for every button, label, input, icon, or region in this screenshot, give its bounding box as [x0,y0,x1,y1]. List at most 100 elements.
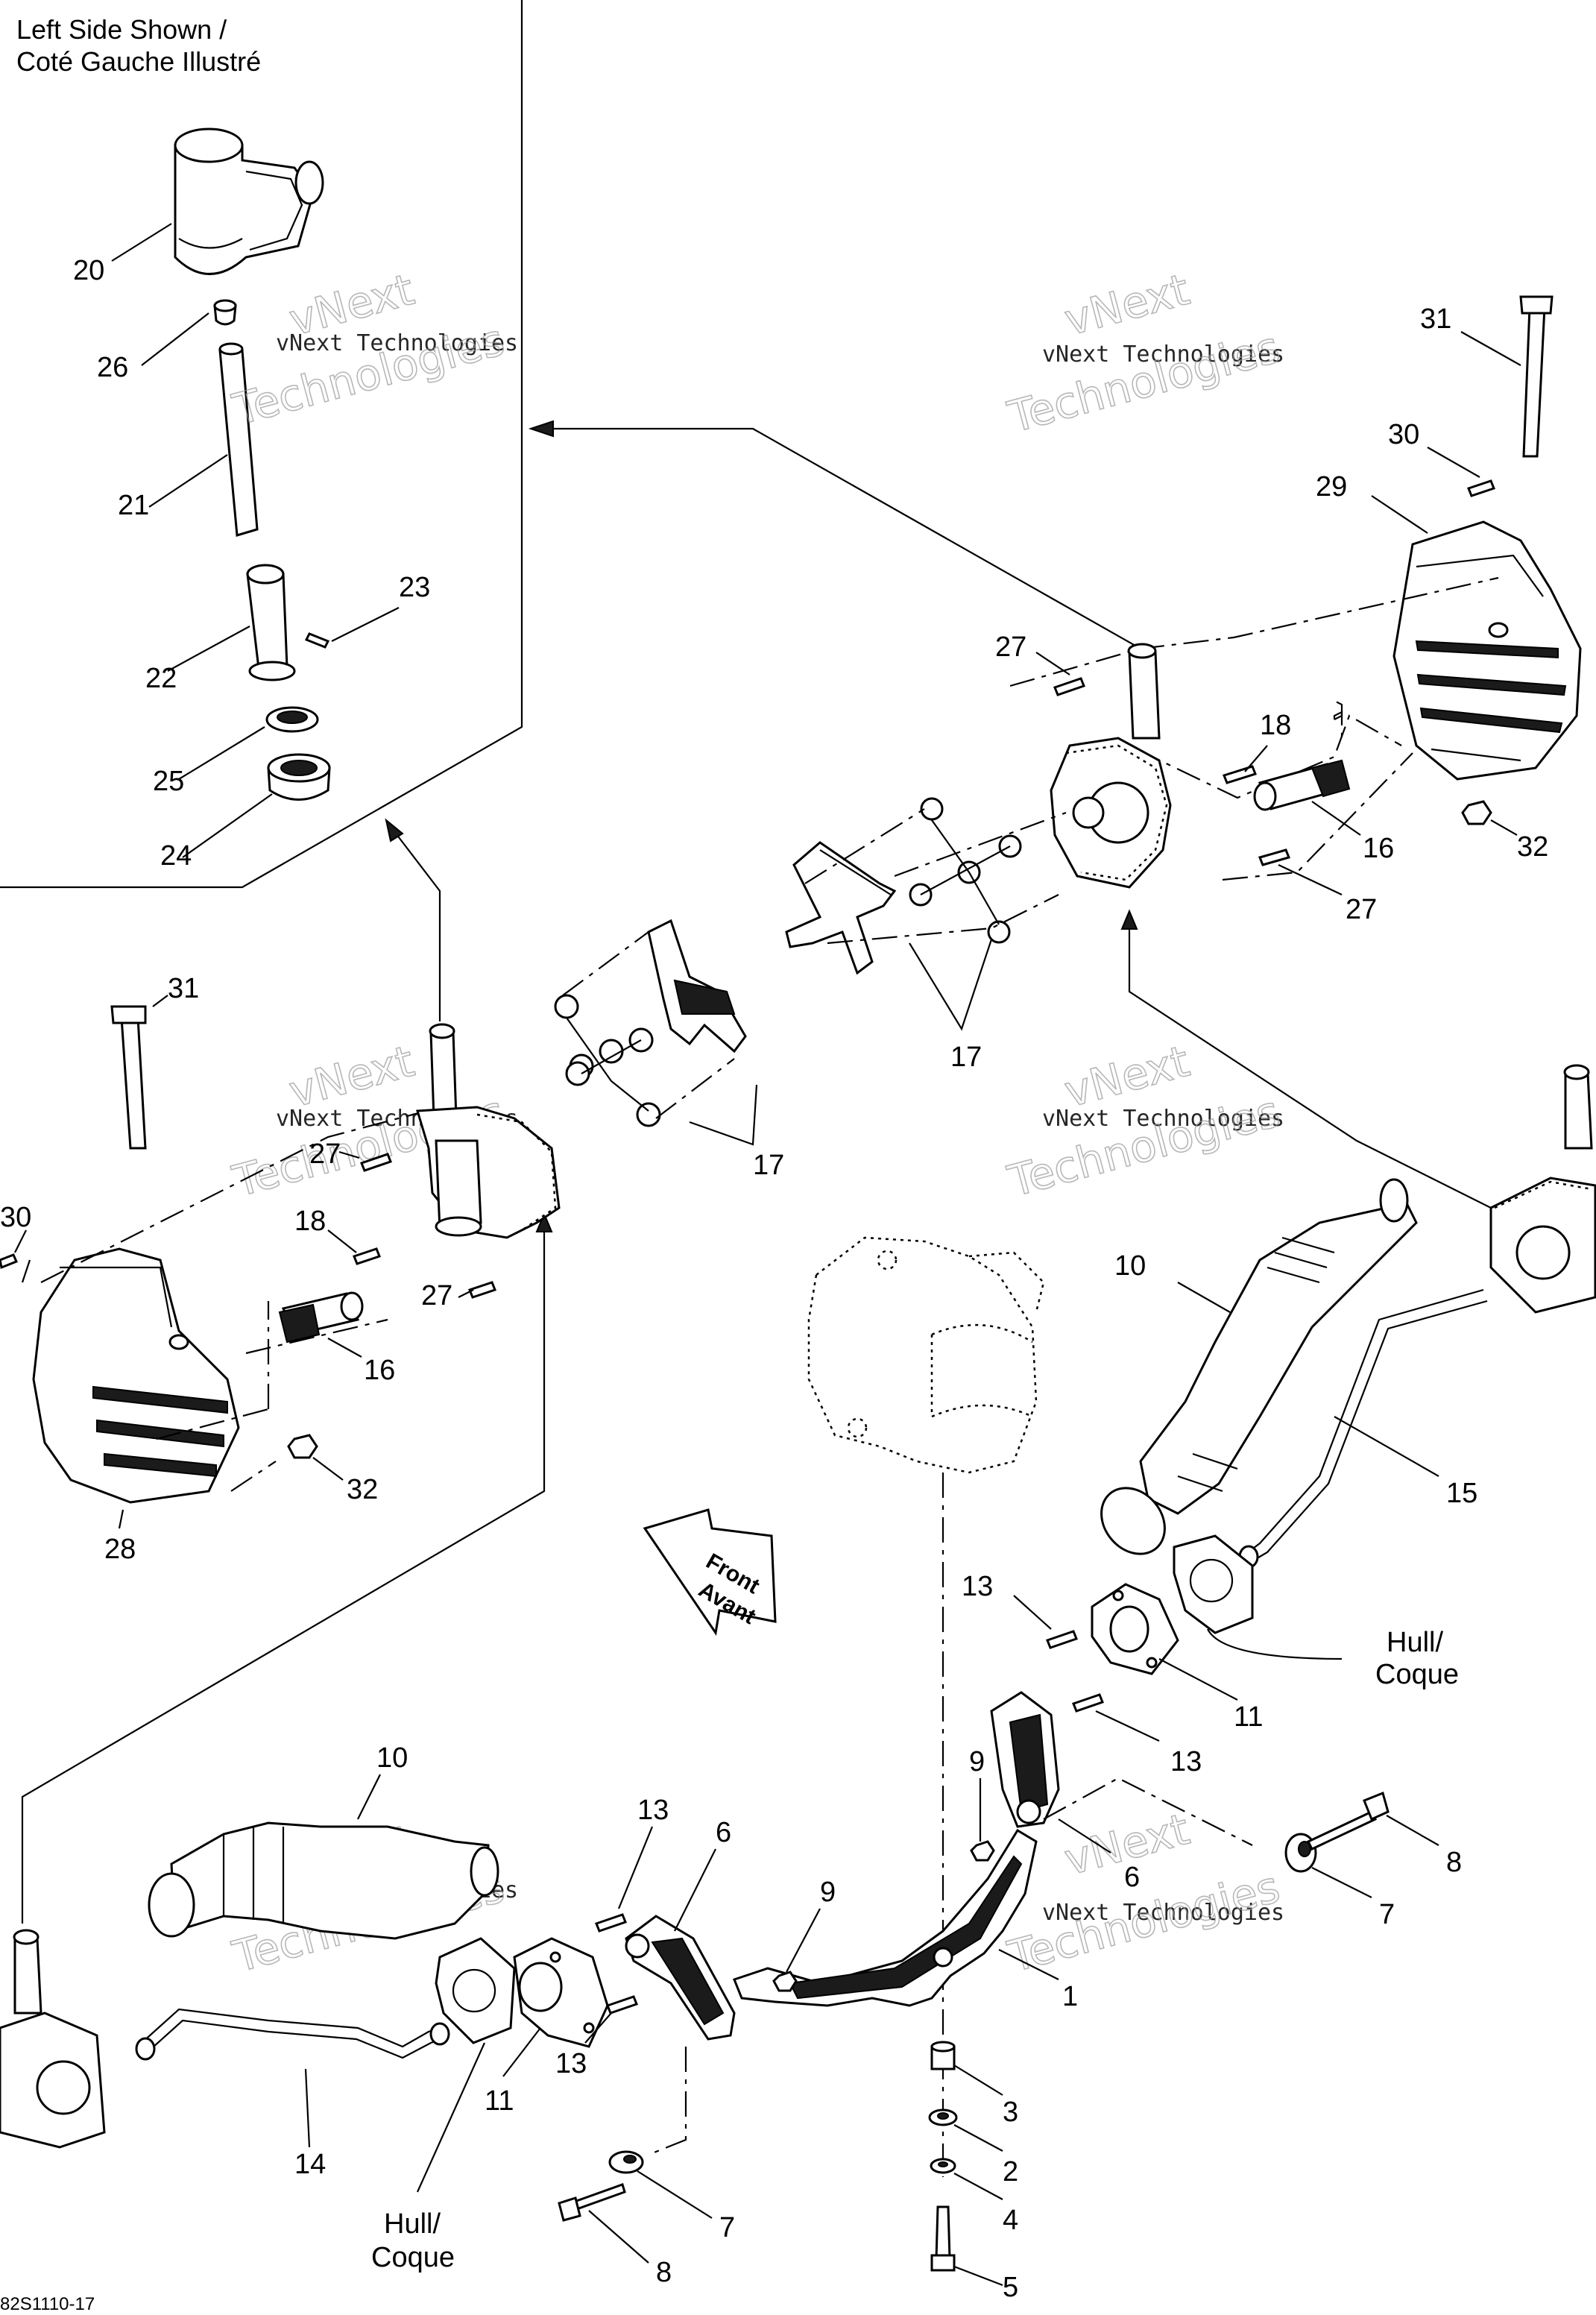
part-6-arm-right [990,1691,1060,1828]
callout-29: 29 [1316,471,1347,503]
svg-text:Technologies: Technologies [1003,321,1284,442]
callout-31-left: 31 [168,973,199,1004]
part-30-screw-right [1467,479,1495,497]
part-13-screw-left-top [595,1913,627,1933]
callout-17-left: 17 [753,1150,784,1181]
callout-13-left-bottom: 13 [555,2048,587,2079]
part-27-pin-right-bottom [1258,848,1291,866]
callout-3: 3 [1003,2097,1018,2128]
part-29-guard-right [1392,520,1582,781]
part-10-boot-left [148,1821,499,1940]
pivot-bracket-left-lower [0,1929,106,2149]
part-25-ring [265,706,319,733]
callout-16-right: 16 [1363,833,1394,864]
watermark-6: vNext vNext Technologies Technologies [1002,1803,1285,1982]
callout-24: 24 [160,840,192,872]
part-22-bushing [246,564,296,681]
part-14-rod-left [135,2008,450,2061]
watermark-2: vNext vNext Technologies Technologies [1002,263,1285,443]
part-1-main-lever [733,1828,1038,2007]
svg-text:vNext Technologies: vNext Technologies [1042,1106,1284,1132]
svg-text:vNext: vNext [1059,264,1194,346]
part-18-pin-left [353,1247,381,1265]
svg-text:Technologies: Technologies [1003,1086,1284,1206]
callout-21: 21 [118,490,149,521]
part-28-guard-left [32,1247,240,1504]
callout-1: 1 [1062,1981,1078,2012]
callout-7-right: 7 [1379,1899,1395,1930]
callout-17-right: 17 [950,1042,982,1073]
pivot-bracket-right-lower [1489,1064,1596,1314]
reference-arrows [21,420,1492,1924]
part-4-washer [930,2158,956,2174]
part-13-screw-right-top [1046,1630,1078,1649]
part-13-screw-right-bottom [1072,1693,1104,1713]
callout-27-left-bottom: 27 [421,1280,452,1311]
callout-5: 5 [1003,2272,1018,2303]
inset-box: Left Side Shown / Coté Gauche Illustré [0,0,523,889]
part-8-bolt-left [558,2183,626,2222]
callout-27-right-bottom: 27 [1346,894,1377,925]
part-7-washer-left [608,2150,644,2174]
svg-text:vNext Technologies: vNext Technologies [1042,1900,1284,1926]
pivot-bracket-right [1050,643,1172,889]
part-18-pin-right [1223,765,1257,784]
callout-31-right: 31 [1420,303,1451,335]
svg-text:vNext Technologies: vNext Technologies [276,330,518,356]
callout-30-left: 30 [0,1202,31,1233]
part-5-bolt [930,2205,956,2272]
watermark-4: vNext vNext Technologies Technologies [1002,1035,1285,1207]
part-17-lever-right [785,797,1022,975]
part-16-shaft-left [278,1291,364,1344]
callout-32-left: 32 [347,1474,378,1505]
drawing-code: 82S1110-17 [0,2294,95,2314]
callout-8-left: 8 [656,2257,672,2288]
callout-14: 14 [294,2149,326,2180]
callout-27-left-top: 27 [309,1138,341,1170]
part-21-shaft [218,342,259,537]
part-2-washer [928,2108,958,2126]
callout-13-right-top: 13 [962,1571,993,1602]
callout-9-left: 9 [820,1877,836,1908]
callout-6-right: 6 [1124,1862,1140,1893]
part-24-nut [267,753,331,801]
callout-30-right: 30 [1388,419,1419,450]
pivot-bracket-left [416,1023,561,1239]
watermark-1: vNext vNext Technologies Technologies [227,263,518,435]
callout-8-right: 8 [1446,1847,1462,1878]
callout-13-right-bottom: 13 [1170,1746,1202,1777]
callout-6-left: 6 [716,1817,731,1848]
gasket-right [1173,1534,1254,1634]
part-11-flange-right [1091,1583,1179,1675]
part-13-screw-left-bottom [606,1995,638,2015]
inset-caption-line1: Left Side Shown / [16,14,227,45]
callout-18-right: 18 [1260,710,1291,741]
part-27-pin-left-top [360,1153,392,1172]
part-32-nut-left [287,1434,318,1459]
hull-label-right-1: Hull/ [1387,1627,1443,1658]
part-31-bolt-left [110,1005,147,1150]
gasket-left [435,1937,516,2044]
callout-18-left: 18 [294,1206,326,1237]
part-9-nut-right [970,1840,995,1862]
part-27-pin-right-top [1053,677,1085,696]
callout-22: 22 [145,663,177,694]
callout-11-left: 11 [485,2085,514,2117]
part-32-nut-right [1461,800,1492,825]
callout-25: 25 [153,766,184,797]
part-31-bolt-right [1519,295,1554,458]
front-arrow: Front Avant [643,1508,777,1636]
callout-10-right: 10 [1114,1250,1146,1282]
part-26-plug [213,299,237,326]
part-9-nut-left [772,1971,798,1992]
hull-label-right-2: Coque [1375,1659,1459,1690]
part-11-flange-left [513,1937,609,2048]
hull-label-left-2: Coque [371,2242,455,2273]
callout-28: 28 [104,1534,136,1565]
part-17-lever-left [554,919,747,1127]
callout-11-right: 11 [1234,1701,1263,1733]
callout-7-left: 7 [719,2212,735,2243]
part-16-shaft-right [1253,759,1351,811]
callout-20: 20 [73,255,104,286]
